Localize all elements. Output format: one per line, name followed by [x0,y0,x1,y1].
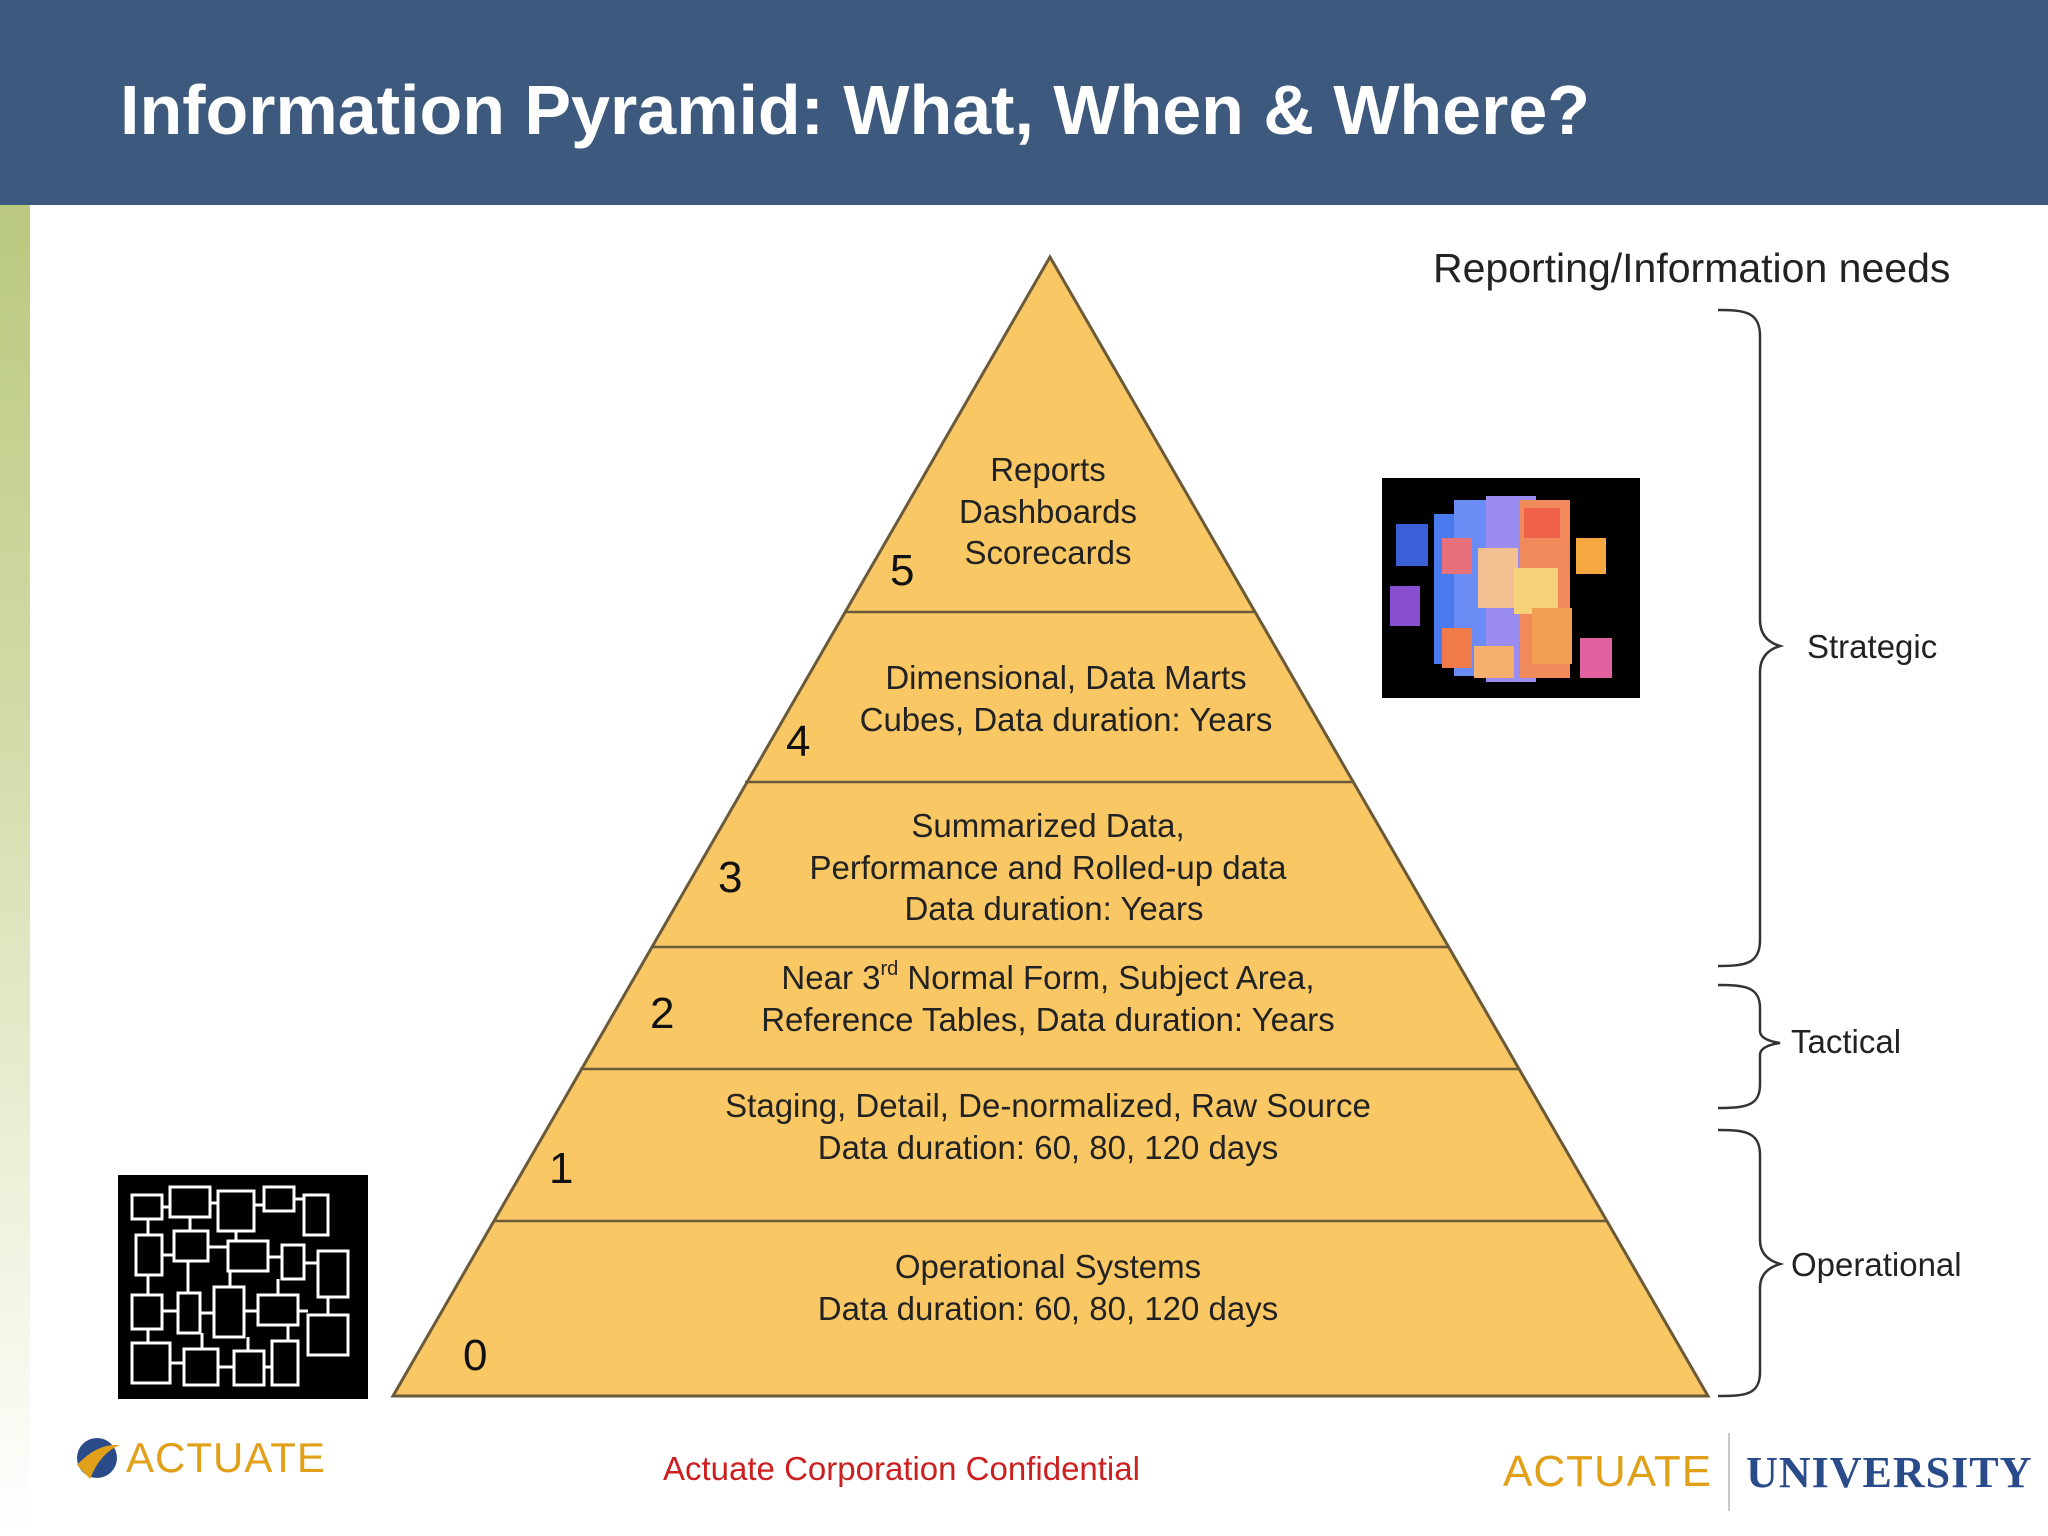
layer-5-line-2: Dashboards [959,493,1137,530]
actuate-swoosh-icon [77,1438,120,1479]
layer-2-line-1: Near 3rd Normal Form, Subject Area, [781,958,1314,996]
layer-0: Operational Systems Data duration: 60, 8… [463,1248,1278,1380]
layer-2-line-1-sup: rd [880,958,898,980]
strategic-brace [1717,308,1785,968]
pyramid-shape [390,253,1711,1398]
layer-5-number: 5 [890,546,914,595]
layer-0-line-1: Operational Systems [895,1248,1201,1285]
au-logo-divider [1728,1433,1731,1511]
layer-5-line-1: Reports [990,451,1106,488]
tactical-brace [1717,983,1781,1110]
layer-1-number: 1 [549,1144,573,1193]
confidential-notice: Actuate Corporation Confidential [663,1450,1140,1487]
slide-title: Information Pyramid: What, When & Where? [120,71,1591,149]
title-bar: Information Pyramid: What, When & Where? [0,0,2048,205]
layer-3-line-1: Summarized Data, [911,807,1184,844]
needs-title: Reporting/Information needs [1433,245,1951,291]
layer-5: Reports Dashboards Scorecards 5 [890,451,1137,595]
layer-0-number: 0 [463,1331,487,1380]
layer-4-line-1: Dimensional, Data Marts [885,659,1246,696]
operational-brace [1717,1128,1785,1398]
layer-4-line-2: Cubes, Data duration: Years [860,701,1273,738]
layer-1: Staging, Detail, De-normalized, Raw Sour… [549,1087,1371,1193]
layer-2-line-2: Reference Tables, Data duration: Years [761,1001,1335,1038]
actuate-logo-text: ACTUATE [126,1434,326,1481]
braces [1717,308,1785,1398]
layer-3: Summarized Data, Performance and Rolled-… [718,807,1287,927]
brace-label-tactical: Tactical [1791,1023,1902,1060]
layer-3-line-3: Data duration: Years [904,890,1203,927]
data-cube-icon [1382,478,1640,698]
layer-1-line-2: Data duration: 60, 80, 120 days [818,1129,1279,1166]
layer-3-line-2: Performance and Rolled-up data [810,849,1288,886]
layer-3-number: 3 [718,853,742,902]
layer-2-line-1-post: Normal Form, Subject Area, [898,959,1314,996]
actuate-university-logo: ACTUATE UNIVERSITY [1503,1432,2032,1512]
layer-1-line-1: Staging, Detail, De-normalized, Raw Sour… [725,1087,1371,1124]
layer-2-number: 2 [650,989,674,1038]
layer-5-line-3: Scorecards [965,534,1132,571]
au-logo-university: UNIVERSITY [1746,1447,2033,1497]
brace-label-operational: Operational [1791,1246,1962,1283]
layer-4: Dimensional, Data Marts Cubes, Data dura… [786,659,1272,766]
layer-2-line-1-pre: Near 3 [781,959,880,996]
circuit-diagram-icon [118,1175,368,1399]
layer-2: Near 3rd Normal Form, Subject Area, Refe… [650,958,1335,1038]
au-logo-actuate: ACTUATE [1503,1447,1713,1496]
brace-label-strategic: Strategic [1807,628,1938,665]
left-accent-bar [0,205,30,1536]
actuate-logo: ACTUATE [72,1430,326,1486]
layer-4-number: 4 [786,717,810,766]
pyramid-body [390,253,1711,1398]
layer-0-line-2: Data duration: 60, 80, 120 days [818,1290,1279,1327]
